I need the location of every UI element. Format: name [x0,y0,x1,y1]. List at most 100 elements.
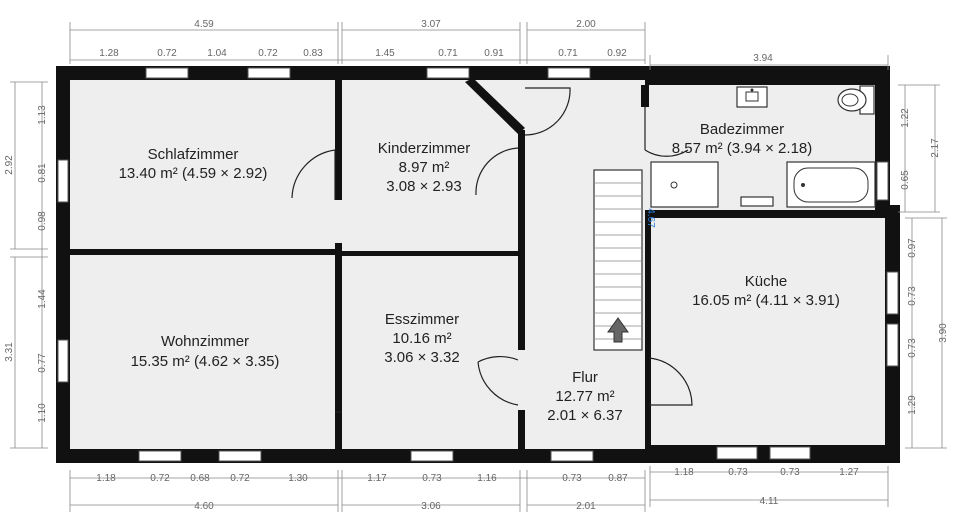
room-kueche-area: 16.05 m² (4.11 × 3.91) [692,292,840,309]
dim-right-upper-total: 2.17 [930,138,941,158]
dim-bottom-seg: 0.73 [562,473,582,484]
dim-bad-total: 3.94 [753,53,773,64]
room-schlafzimmer-area: 13.40 m² (4.59 × 2.92) [119,165,268,182]
door-flur-top [524,87,571,136]
room-labels: Schlafzimmer 13.40 m² (4.59 × 2.92) Kind… [119,121,840,424]
dimension-labels: 4.59 3.07 2.00 1.28 0.72 1.04 0.72 0.83 … [4,19,949,512]
toilet-icon [837,85,875,115]
dim-bottom-seg: 0.73 [728,467,748,478]
window-top-2 [247,67,291,79]
dim-bottom-seg: 0.73 [780,467,800,478]
window-top-3 [426,67,470,79]
dim-left-upper-seg: 0.81 [37,163,48,183]
stair-dimension: 4.67 [645,208,656,228]
dim-bottom-total-2: 3.06 [421,501,441,512]
dim-bottom-total-3: 2.01 [576,501,596,512]
dim-top-seg: 0.71 [438,48,458,59]
dimension-lines [10,22,947,512]
dim-top-total-2: 3.07 [421,19,441,30]
dim-bottom-seg: 0.87 [608,473,628,484]
shower-icon [650,161,719,208]
room-kinderzimmer-area: 8.97 m² [399,159,450,176]
dim-top-seg: 0.91 [484,48,504,59]
room-flur-size: 2.01 × 6.37 [547,407,622,424]
bathtub-icon [786,161,876,208]
door-esszimmer [477,356,519,406]
window-top-4 [547,67,591,79]
dim-left-upper-seg: 1.13 [37,105,48,125]
window-right-3 [886,323,899,367]
dim-top-seg: 0.72 [157,48,177,59]
dim-right-lower-seg: 0.97 [907,238,918,258]
window-bottom-3 [410,450,454,462]
window-bottom-5 [716,446,758,460]
stair-arrow-icon [607,317,629,343]
sink-icon [736,86,768,108]
dim-right-upper-seg: 0.65 [900,170,911,190]
dim-bottom-total-1: 4.60 [194,501,214,512]
room-flur-area: 12.77 m² [555,388,614,405]
dim-left-lower-seg: 0.77 [37,353,48,373]
dim-top-total-3: 2.00 [576,19,596,30]
dim-top-seg: 1.45 [375,48,395,59]
dim-left-upper-seg: 0.98 [37,211,48,231]
dim-bottom-seg: 0.72 [230,473,250,484]
window-top-1 [145,67,189,79]
room-kueche-name: Küche [745,273,788,290]
room-esszimmer-size: 3.06 × 3.32 [384,349,459,366]
window-right-1 [876,161,889,201]
dim-left-lower-seg: 1.10 [37,403,48,423]
dim-top-seg: 1.04 [207,48,227,59]
room-flur-name: Flur [572,369,598,386]
dim-left-lower-total: 3.31 [4,342,15,362]
room-badezimmer-area: 8.57 m² (3.94 × 2.18) [672,140,813,157]
dim-bottom-seg: 0.73 [422,473,442,484]
dim-top-total-1: 4.59 [194,19,214,30]
room-esszimmer-name: Esszimmer [385,311,459,328]
dim-left-upper-total: 2.92 [4,155,15,175]
floors [70,80,885,450]
door-schlafzimmer [291,149,336,200]
room-kinderzimmer-name: Kinderzimmer [378,140,471,157]
dim-right-lower-seg: 0.73 [907,338,918,358]
staircase: 4.67 [593,169,656,351]
room-badezimmer-name: Badezimmer [700,121,784,138]
window-right-2 [886,271,899,315]
room-wohnzimmer-area: 15.35 m² (4.62 × 3.35) [131,353,280,370]
dim-bottom-seg: 0.72 [150,473,170,484]
radiator-icon [740,196,774,207]
dim-bottom-seg: 0.68 [190,473,210,484]
dim-bottom-seg: 1.18 [674,467,694,478]
window-bottom-4 [550,450,594,462]
dim-kueche-bottom-total: 4.11 [760,496,779,507]
room-schlafzimmer-name: Schlafzimmer [148,146,239,163]
bathroom-fixtures [650,85,876,208]
window-bottom-1 [138,450,182,462]
room-kinderzimmer-size: 3.08 × 2.93 [386,178,461,195]
dim-top-seg: 1.28 [99,48,119,59]
window-left-1 [57,159,69,203]
dim-right-lower-seg: 1.29 [907,395,918,415]
door-kueche [648,357,693,406]
dim-bottom-seg: 1.16 [477,473,497,484]
dim-top-seg: 0.71 [558,48,578,59]
room-esszimmer-area: 10.16 m² [392,330,451,347]
window-bottom-2 [218,450,262,462]
dim-left-lower-seg: 1.44 [37,289,48,309]
dim-bottom-seg: 1.17 [367,473,387,484]
room-wohnzimmer-name: Wohnzimmer [161,333,249,350]
door-kinderzimmer [475,147,519,196]
dim-top-seg: 0.92 [607,48,627,59]
dim-right-lower-total: 3.90 [938,323,949,343]
door-bad [644,107,689,157]
dim-bottom-seg: 1.18 [96,473,116,484]
dim-right-lower-seg: 0.73 [907,286,918,306]
windows [57,67,899,462]
dim-right-upper-seg: 1.22 [900,108,911,128]
dim-top-seg: 0.72 [258,48,278,59]
dim-bottom-seg: 1.30 [288,473,308,484]
window-bottom-6 [769,446,811,460]
doors [291,87,693,413]
dim-top-seg: 0.83 [303,48,323,59]
